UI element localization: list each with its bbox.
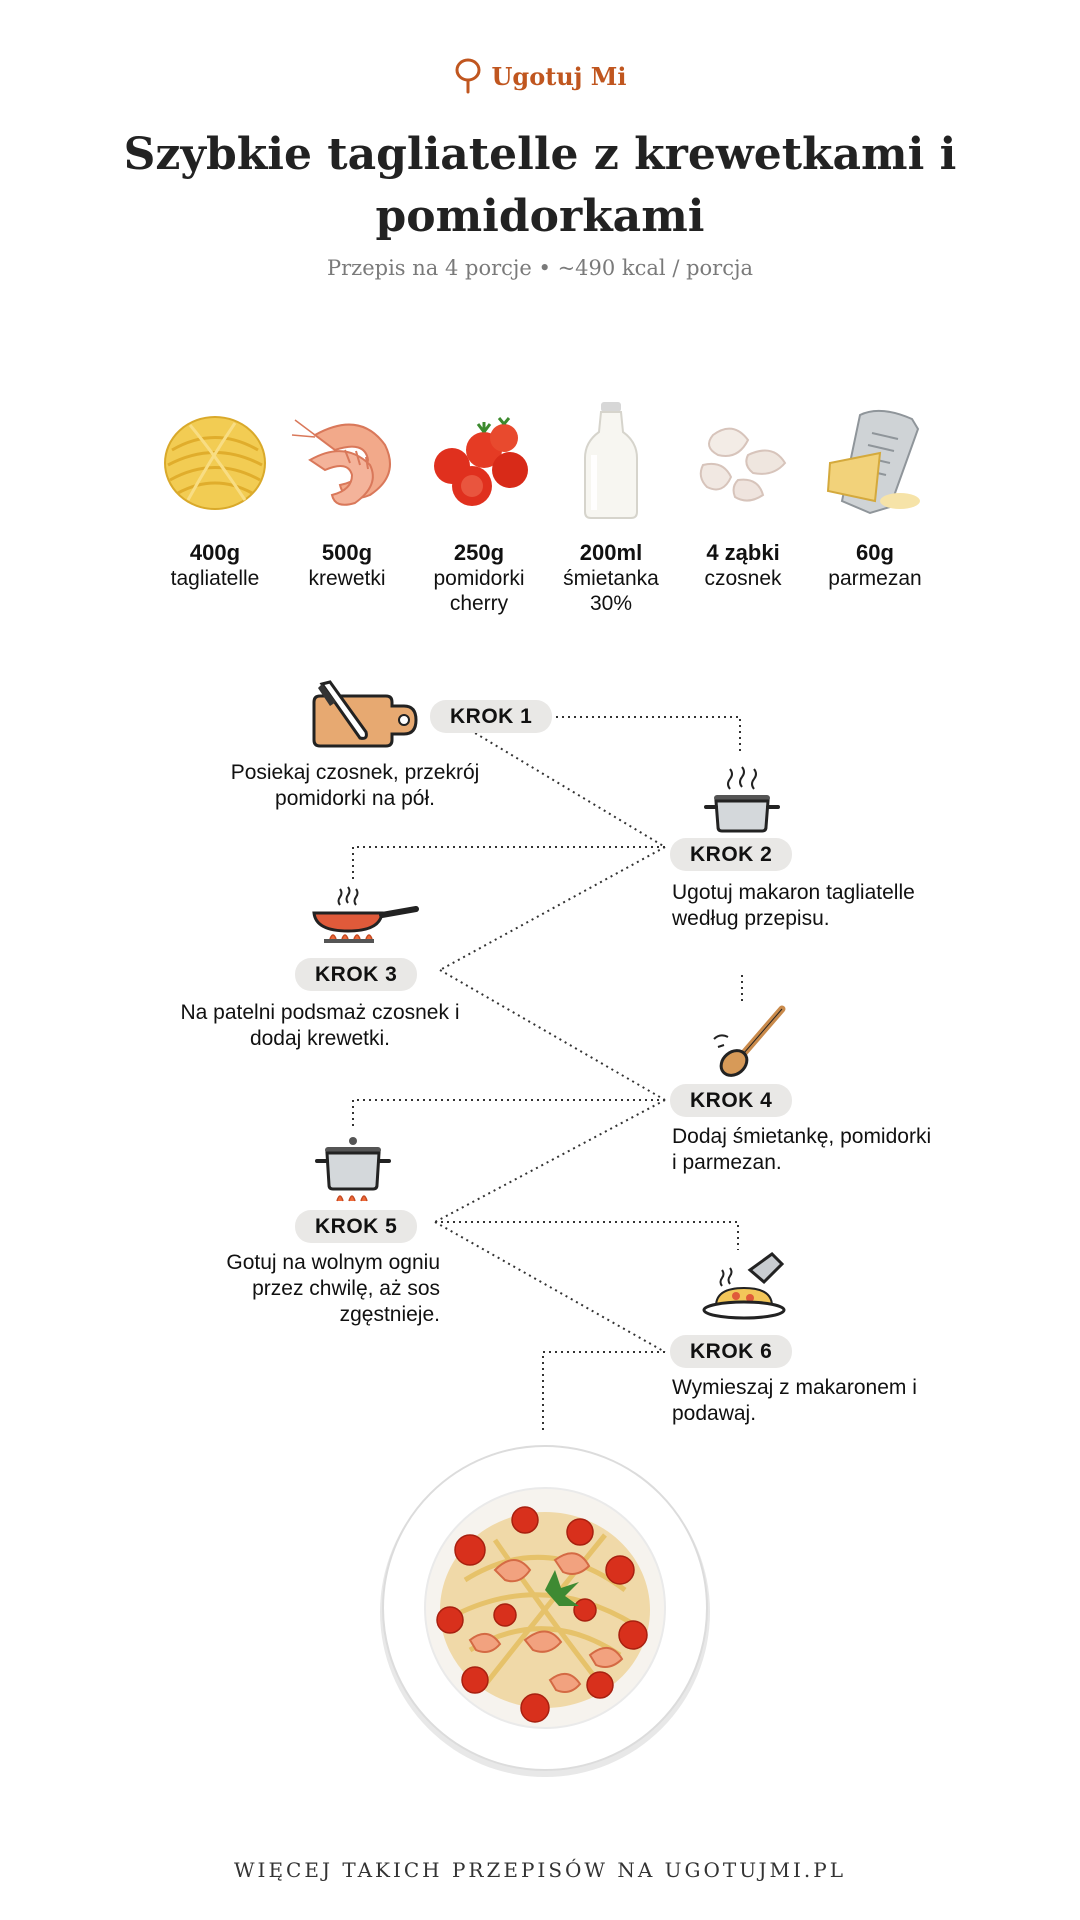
ingredient-name: parmezan xyxy=(828,567,922,590)
milk-bottle-icon xyxy=(584,402,638,519)
serving-plate-icon xyxy=(702,1252,786,1320)
tagliatelle-nest-icon xyxy=(164,416,266,510)
wooden-spoon-icon xyxy=(713,1005,786,1077)
step-label: KROK 1 xyxy=(430,700,553,733)
step-text: Dodaj śmietankę, pomidorki i parmezan. xyxy=(672,1125,932,1174)
ingredient-amount: 500g xyxy=(321,540,373,565)
step-label: KROK 3 xyxy=(295,958,418,991)
ingredient-item: 400g tagliatelle xyxy=(150,400,280,616)
frying-pan-icon xyxy=(312,886,419,943)
ingredient-name: tagliatelle xyxy=(170,567,260,590)
cherry-tomatoes-icon xyxy=(433,416,528,506)
step-text: Gotuj na wolnym ogniu przez chwilę, aż s… xyxy=(226,1251,440,1326)
ingredient-amount: 250g xyxy=(453,540,505,565)
recipe-subtitle: Przepis na 4 porcje • ~490 kcal / porcja xyxy=(326,256,753,280)
ingredient-name: czosnek xyxy=(704,567,782,590)
boiling-pot-icon xyxy=(704,766,780,833)
ingredient-item: 200ml śmietanka 30% xyxy=(546,400,676,616)
footer-link-text: WIĘCEJ TAKICH PRZEPISÓW NA UGOTUJMI.PL xyxy=(233,1858,847,1882)
garlic-icon xyxy=(699,427,787,502)
ingredient-amount: 200ml xyxy=(579,540,643,565)
page-title: Szybkie tagliatelle z krewetkami i pomid… xyxy=(123,129,957,242)
step-label: KROK 6 xyxy=(670,1335,793,1368)
pasta-plate-icon xyxy=(380,1445,710,1777)
ingredients-list: 400g tagliatelle 500g krewetki xyxy=(150,400,940,616)
step-label: KROK 4 xyxy=(670,1084,793,1117)
ingredient-item: 250g pomidorki cherry xyxy=(414,400,544,616)
shrimp-icon xyxy=(291,419,391,506)
pot-on-stove-icon xyxy=(315,1137,391,1202)
spoon-pin-icon xyxy=(455,58,480,94)
step-text: Posiekaj czosnek, przekrój pomidorki na … xyxy=(230,761,480,810)
brand-name: Ugotuj Mi xyxy=(491,61,627,91)
ingredient-name: pomidorki cherry xyxy=(433,567,525,615)
ingredient-item: 60g parmezan xyxy=(810,400,940,616)
step-text: Ugotuj makaron tagliatelle według przepi… xyxy=(672,881,915,930)
ingredient-item: 4 ząbki czosnek xyxy=(678,400,808,616)
cutting-board-knife-icon xyxy=(312,680,418,748)
step-text: Na patelni podsmaż czosnek i dodaj krewe… xyxy=(180,1001,460,1050)
ingredient-amount: 400g xyxy=(189,540,241,565)
ingredient-amount: 60g xyxy=(856,540,894,565)
ingredient-name: śmietanka 30% xyxy=(563,567,659,615)
ingredient-name: krewetki xyxy=(308,567,386,590)
step-label: KROK 2 xyxy=(670,838,793,871)
grater-cheese-icon xyxy=(826,409,920,514)
step-text: Wymieszaj z makaronem i podawaj. xyxy=(672,1376,917,1425)
step-label: KROK 5 xyxy=(295,1210,418,1243)
ingredient-amount: 4 ząbki xyxy=(706,540,780,565)
brand: Ugotuj Mi xyxy=(0,58,1080,94)
ingredient-item: 500g krewetki xyxy=(282,400,412,616)
